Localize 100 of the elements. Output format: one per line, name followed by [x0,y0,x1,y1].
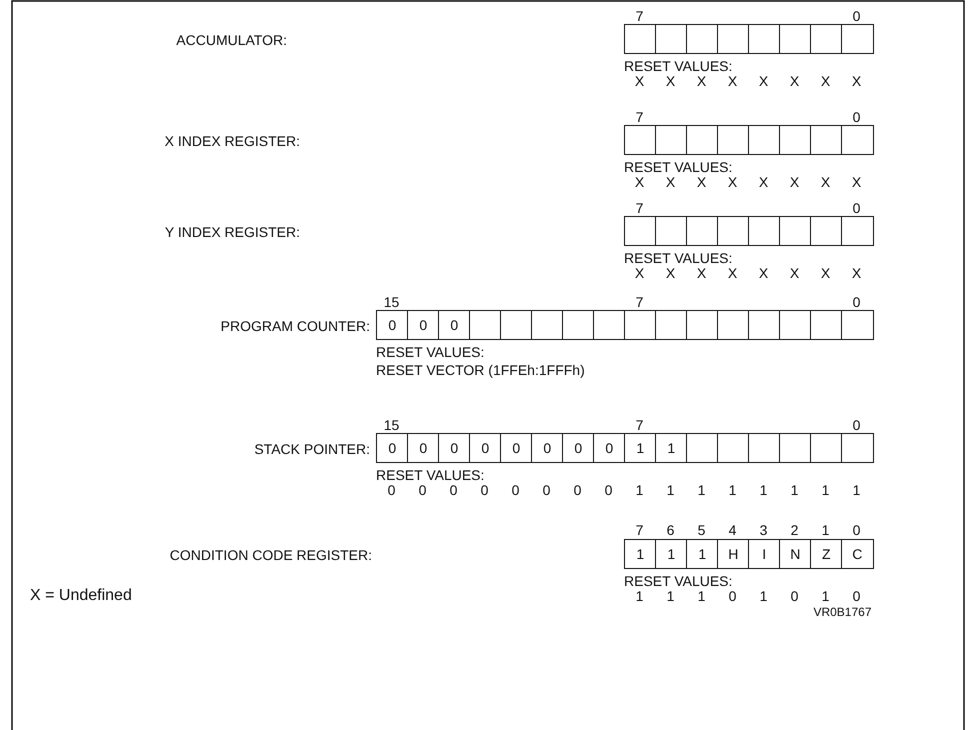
register-bit-cell [686,433,718,463]
register-bit-cell [500,310,532,340]
register-bit-cell [655,216,688,246]
register-name: ACCUMULATOR: [176,32,287,48]
reset-value: X [728,174,738,190]
reset-values-heading: RESET VALUES: [376,467,484,483]
register-bit-cell: 0 [376,433,408,463]
register-bit-cell [810,433,842,463]
register-bit-cell [717,24,750,54]
register-bit-cell: C [841,539,874,569]
bit-number: 15 [384,417,400,433]
reset-value: 1 [760,482,768,498]
bit-number: 1 [822,522,830,538]
register-bit-cell: 1 [686,539,718,569]
register-bit-cell [562,310,594,340]
reset-values-heading: RESET VALUES: [376,344,484,360]
reset-value: X [790,73,800,89]
reset-value: 1 [822,588,830,604]
register-bit-cell: 0 [531,433,564,463]
reset-value: 0 [512,482,520,498]
register-bit-cell [841,125,874,155]
reset-value: 0 [480,482,488,498]
reset-value: X [820,73,830,89]
register-bit-cell: H [717,539,750,569]
register-bit-cell: 0 [438,310,470,340]
register-bit-cell [624,125,656,155]
bit-number: 3 [760,522,768,538]
register-bit-cell [748,310,780,340]
bit-number: 7 [636,294,644,310]
register-bit-cell [655,125,688,155]
reset-value: X [758,73,768,89]
bit-number: 2 [790,522,798,538]
reset-value: 1 [852,482,860,498]
register-bit-cell [810,216,842,246]
reset-value: X [696,174,706,190]
register-bit-cell: N [779,539,812,569]
reset-value: 1 [760,588,768,604]
reset-value: X [634,73,644,89]
reset-value: X [852,265,862,281]
legend-note: X = Undefined [30,588,132,604]
reset-value: 1 [822,482,830,498]
register-bit-cell [531,310,564,340]
register-bit-cell [748,433,780,463]
bit-number: 6 [666,522,674,538]
reset-value: X [758,265,768,281]
reset-value: X [696,265,706,281]
reset-value: 1 [636,482,644,498]
reset-value: 0 [604,482,612,498]
reset-vector-note: RESET VECTOR (1FFEh:1FFFh) [376,362,585,378]
register-name: X INDEX REGISTER: [164,133,300,149]
register-bit-cell [624,216,656,246]
reset-value: X [820,265,830,281]
reset-value: 0 [542,482,550,498]
bit-number: 0 [852,200,860,216]
reset-value: 0 [728,588,736,604]
reset-value: 0 [790,588,798,604]
bit-number: 7 [636,417,644,433]
register-bit-cell [841,310,874,340]
reset-values-heading: RESET VALUES: [624,58,732,74]
register-bit-cell: 0 [407,433,440,463]
reset-values-heading: RESET VALUES: [624,573,732,589]
register-bit-cell [779,125,812,155]
register-bit-cell [717,125,750,155]
register-name: STACK POINTER: [254,441,370,457]
register-bit-cell [686,24,718,54]
bit-number: 4 [728,522,736,538]
register-bit-cell: Z [810,539,842,569]
register-bit-cell [841,216,874,246]
bit-number: 7 [636,522,644,538]
reset-value: X [790,265,800,281]
register-bit-cell [624,310,656,340]
register-bit-cell: 0 [593,433,626,463]
bit-number: 0 [852,522,860,538]
reset-value: 1 [666,588,674,604]
register-bit-cell: 0 [407,310,440,340]
figure-id: VR0B1767 [813,604,872,620]
bit-number: 0 [852,294,860,310]
register-bit-cell [748,125,780,155]
reset-value: 0 [450,482,458,498]
register-name: PROGRAM COUNTER: [220,318,370,334]
bit-number: 0 [852,8,860,24]
register-bit-cell: 0 [500,433,532,463]
bit-number: 0 [852,109,860,125]
register-bit-cell [810,24,842,54]
register-bit-cell: I [748,539,780,569]
reset-value: 1 [698,482,706,498]
reset-value: X [728,73,738,89]
reset-value: X [790,174,800,190]
register-bit-cell [779,24,812,54]
register-bit-cell: 0 [469,433,502,463]
bit-number: 15 [384,294,400,310]
register-bit-cell [810,125,842,155]
register-bit-cell: 1 [655,433,688,463]
reset-value: 1 [728,482,736,498]
register-bit-cell [469,310,502,340]
bit-number: 0 [852,417,860,433]
register-bit-cell [841,24,874,54]
register-bit-cell [717,310,750,340]
register-bit-cell: 1 [624,539,656,569]
reset-value: 0 [852,588,860,604]
